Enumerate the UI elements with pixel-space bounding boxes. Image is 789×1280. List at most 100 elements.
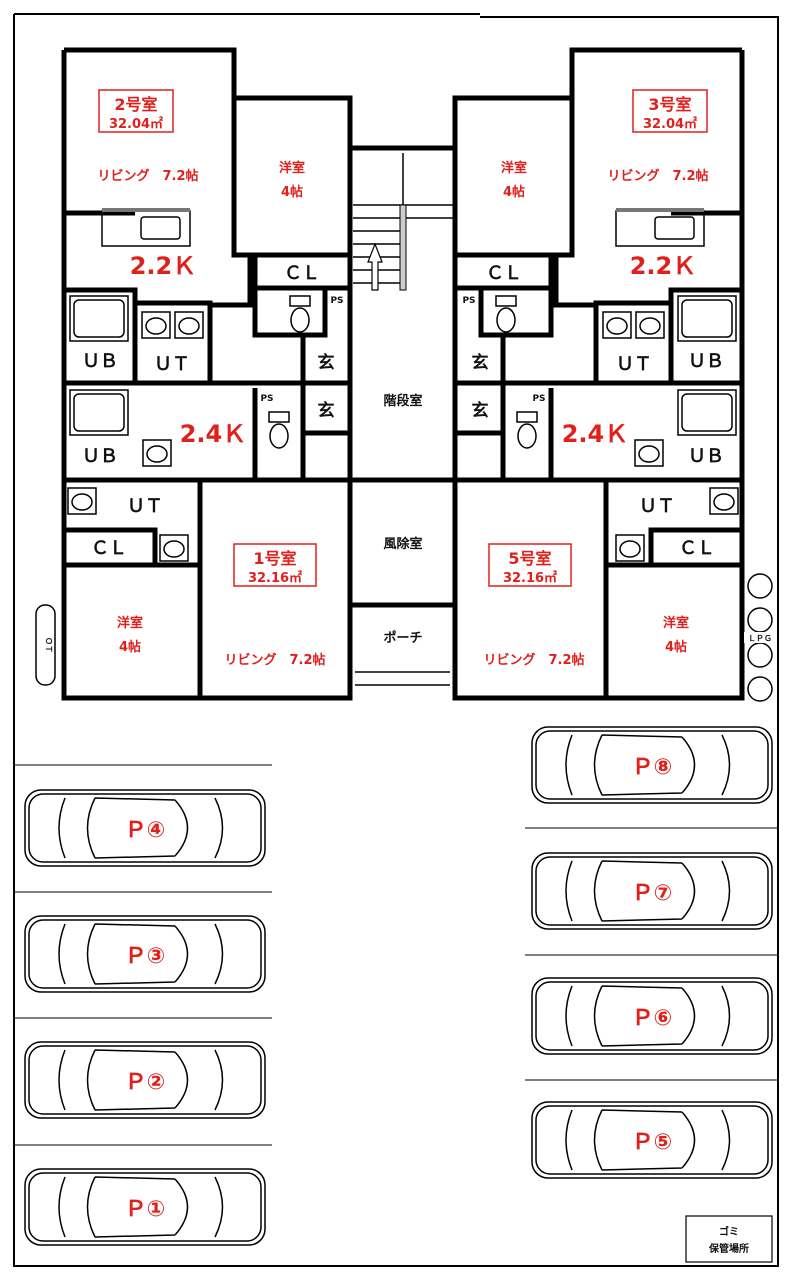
utility-label: ＵＴ	[616, 354, 652, 375]
layout-label: 2.4Ｋ	[180, 420, 247, 448]
parking-spot[interactable]: Ｐ⑦	[531, 852, 773, 930]
lot-border	[13, 13, 779, 1267]
bath-label: ＵＢ	[82, 446, 118, 467]
parking-area: Ｐ① Ｐ② Ｐ③ Ｐ④ Ｐ⑤ Ｐ⑥ Ｐ⑦ Ｐ⑧	[24, 726, 773, 1246]
living-label: リビング 7.2帖	[97, 168, 198, 184]
parking-spot[interactable]: Ｐ③	[24, 915, 266, 993]
room-labels: ＣＬ ＣＬ ＣＬ ＣＬ ＵＢ ＵＢ ＵＢ ＵＢ ＵＴ ＵＴ ＵＴ ＵＴ PS P…	[82, 263, 724, 646]
unit-5[interactable]: 5号室 32.16㎡ リビング 7.2帖 洋室 4帖 2.4Ｋ	[483, 420, 689, 668]
layout-label: 2.4Ｋ	[562, 420, 629, 448]
unit-area: 32.16㎡	[503, 570, 557, 586]
unit-area: 32.04㎡	[643, 116, 697, 132]
lpg-tanks: ＬＰＧ	[744, 573, 776, 702]
lpg-label: ＬＰＧ	[748, 634, 772, 643]
unit-name: 2号室	[114, 95, 157, 114]
sink-icon	[67, 487, 97, 515]
living-label: リビング 7.2帖	[607, 168, 708, 184]
living-label: リビング 7.2帖	[483, 652, 584, 668]
western-room-size: 4帖	[281, 184, 303, 200]
stairwell-label: 階段室	[383, 393, 422, 409]
toilet-icon	[516, 411, 538, 449]
parking-label: Ｐ⑥	[632, 1006, 673, 1031]
trash-storage: ゴミ 保管場所	[685, 1215, 773, 1263]
sink-icon	[159, 534, 189, 562]
unit-badge	[488, 543, 572, 587]
entrance-label: 玄	[472, 400, 489, 421]
parking-label: Ｐ⑧	[632, 755, 673, 780]
fixtures	[67, 208, 739, 562]
bathtub-icon	[69, 295, 129, 342]
ps-label: PS	[330, 296, 343, 306]
parking-label: Ｐ①	[125, 1197, 166, 1222]
toilet-icon	[268, 411, 290, 449]
closet-label: ＣＬ	[486, 263, 522, 284]
unit-badge	[632, 89, 708, 133]
parking-label: Ｐ②	[125, 1070, 166, 1095]
western-room-label: 洋室	[117, 615, 143, 631]
toilet-icon	[289, 295, 311, 333]
utility-label: ＵＴ	[127, 496, 163, 517]
bathtub-icon	[677, 295, 737, 342]
unit-2[interactable]: 2号室 32.04㎡ リビング 7.2帖 洋室 4帖 2.2Ｋ	[97, 89, 305, 280]
closet-label: ＣＬ	[284, 263, 320, 284]
parking-spot[interactable]: Ｐ⑧	[531, 726, 773, 804]
parking-spot[interactable]: Ｐ④	[24, 789, 266, 867]
closet-label: ＣＬ	[679, 538, 715, 559]
sink-icon	[602, 311, 632, 339]
utility-label: ＵＴ	[639, 496, 675, 517]
western-room-size: 4帖	[503, 184, 525, 200]
bath-label: ＵＢ	[688, 446, 724, 467]
unit-1[interactable]: 1号室 32.16㎡ リビング 7.2帖 洋室 4帖 2.4Ｋ	[117, 420, 326, 668]
kitchen-icon	[615, 208, 705, 247]
car-icon	[24, 915, 266, 993]
car-icon	[531, 726, 773, 804]
bath-label: ＵＢ	[82, 351, 118, 372]
sink-icon	[174, 311, 204, 339]
car-icon	[24, 1168, 266, 1246]
unit-name: 5号室	[508, 549, 551, 568]
up-arrow-icon	[367, 242, 383, 291]
western-room-label: 洋室	[501, 160, 527, 176]
parking-spot[interactable]: Ｐ②	[24, 1041, 266, 1119]
western-room-label: 洋室	[663, 615, 689, 631]
porch-label: ポーチ	[383, 630, 422, 646]
sink-icon	[141, 311, 171, 339]
toilet-icon	[495, 295, 517, 333]
trash-label-2: 保管場所	[708, 1242, 749, 1255]
car-icon	[531, 977, 773, 1055]
trash-label-1: ゴミ	[719, 1225, 739, 1238]
unit-area: 32.04㎡	[109, 116, 163, 132]
unit-badge	[233, 543, 317, 587]
entrance-label: 玄	[472, 352, 489, 373]
entrance-label: 玄	[318, 352, 335, 373]
parking-spot[interactable]: Ｐ①	[24, 1168, 266, 1246]
parking-lines	[14, 764, 778, 1146]
sink-icon	[615, 534, 645, 562]
parking-spot[interactable]: Ｐ⑤	[531, 1101, 773, 1179]
unit-3[interactable]: 3号室 32.04㎡ リビング 7.2帖 洋室 4帖 2.2Ｋ	[501, 89, 709, 280]
sink-icon	[635, 311, 665, 339]
sink-icon	[709, 487, 739, 515]
car-icon	[531, 852, 773, 930]
staircase[interactable]	[353, 153, 453, 291]
parking-spot[interactable]: Ｐ⑥	[531, 977, 773, 1055]
oil-tank: ＯＴ	[35, 604, 56, 686]
ps-label: PS	[260, 394, 273, 404]
unit-area: 32.16㎡	[248, 570, 302, 586]
parking-label: Ｐ③	[125, 944, 166, 969]
parking-label: Ｐ⑤	[632, 1130, 673, 1155]
ot-label: ＯＴ	[44, 637, 53, 653]
unit-name: 1号室	[253, 549, 296, 568]
windbreak-room-label: 風除室	[383, 536, 422, 552]
parking-label: Ｐ⑦	[632, 881, 673, 906]
layout-label: 2.2Ｋ	[130, 252, 197, 280]
closet-label: ＣＬ	[91, 538, 127, 559]
building-walls	[61, 47, 745, 701]
car-icon	[24, 789, 266, 867]
car-icon	[531, 1101, 773, 1179]
western-room-size: 4帖	[119, 639, 141, 655]
western-room-label: 洋室	[279, 160, 305, 176]
bath-label: ＵＢ	[688, 351, 724, 372]
parking-label: Ｐ④	[125, 818, 166, 843]
